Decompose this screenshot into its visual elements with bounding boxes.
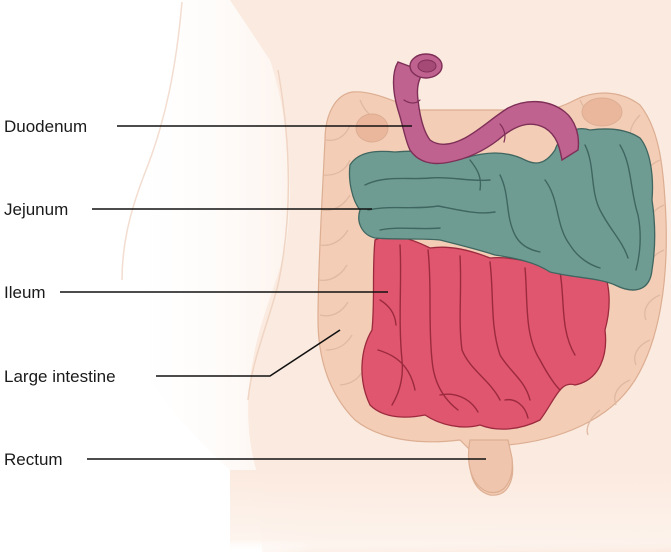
leader-line-large-intestine (156, 329, 341, 377)
ileum (361, 235, 610, 430)
duodenum (392, 53, 580, 165)
labels: Duodenum Jejunum Ileum Large intestine R… (4, 117, 116, 469)
label-ileum: Ileum (4, 283, 46, 302)
label-duodenum: Duodenum (4, 117, 87, 136)
label-rectum: Rectum (4, 450, 63, 469)
label-jejunum: Jejunum (4, 200, 68, 219)
rectum (467, 439, 513, 494)
leader-lines (60, 125, 486, 460)
jejunum (348, 128, 656, 291)
label-large-intestine: Large intestine (4, 367, 116, 386)
